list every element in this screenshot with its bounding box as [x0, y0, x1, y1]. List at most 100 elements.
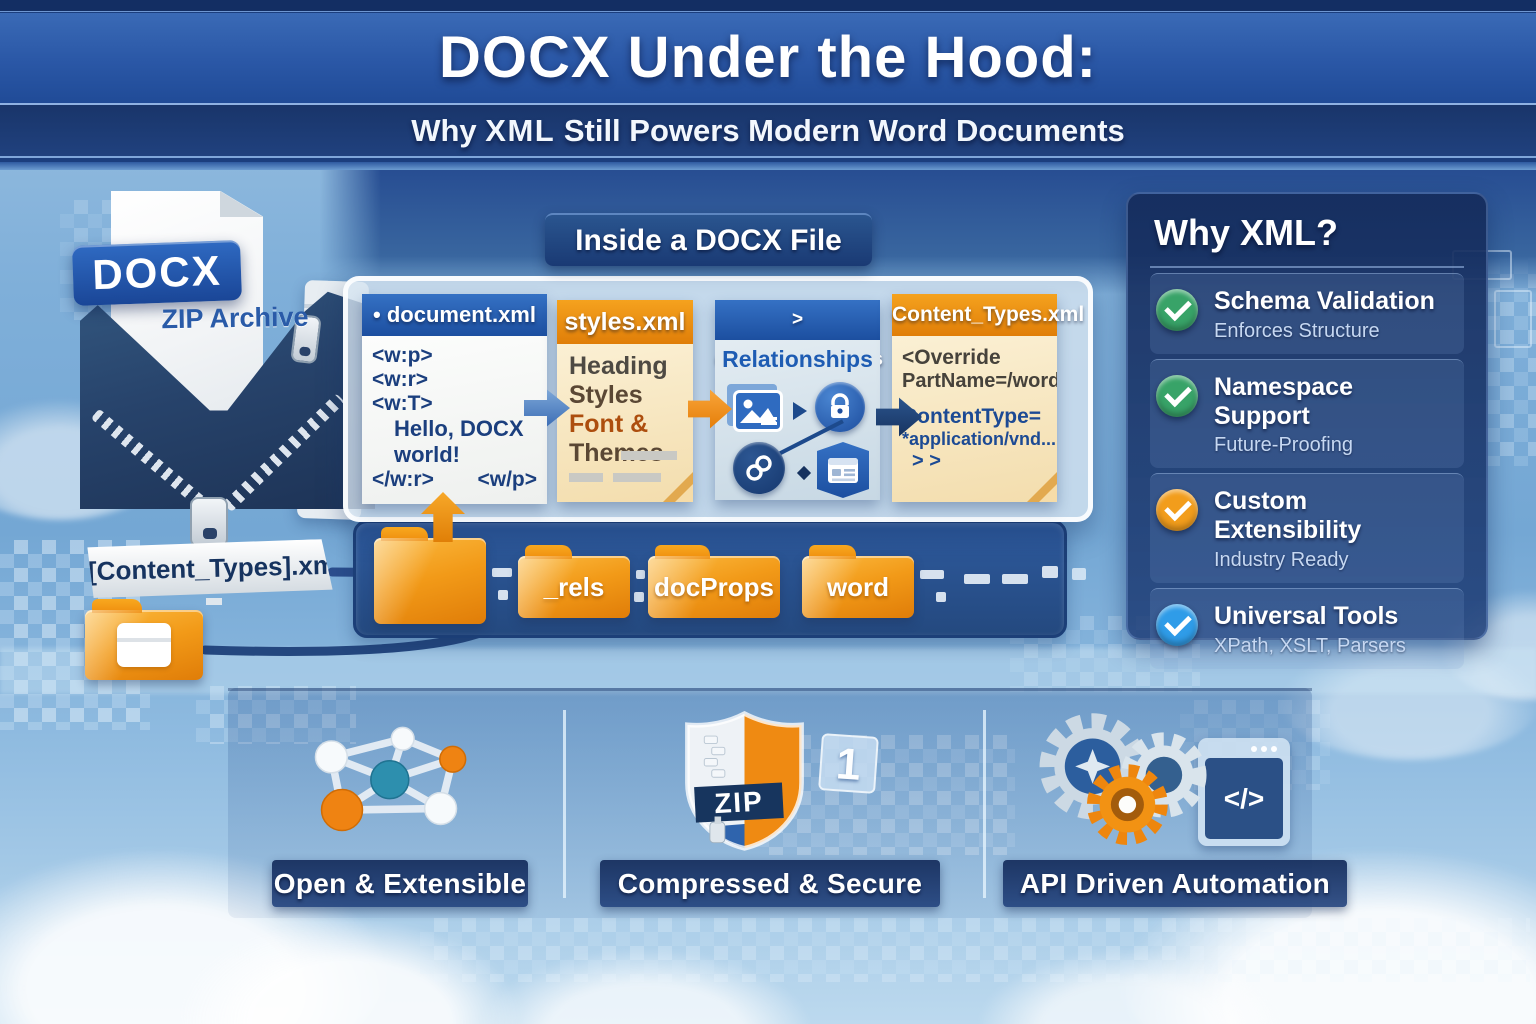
placeholder-bar	[621, 451, 677, 460]
feature-label-compressed-secure: Compressed & Secure	[600, 860, 940, 907]
styles-line: Heading	[569, 352, 668, 380]
page-curl-highlight	[675, 484, 693, 502]
cloud	[1280, 640, 1536, 760]
why-xml-title: Why XML?	[1150, 210, 1464, 268]
subtitle-xml: XML	[485, 113, 556, 148]
styles-line: Font &	[569, 410, 649, 438]
card-styles-xml: styles.xml Heading Styles Font & Themes	[557, 300, 693, 502]
why-item-universal-tools: Universal Tools XPath, XSLT, Parsers	[1150, 587, 1464, 669]
dot	[636, 570, 645, 579]
page-curl-highlight	[1039, 484, 1057, 502]
dash	[1072, 568, 1086, 580]
dash	[1042, 566, 1058, 578]
why-item-text: Namespace Support Future-Proofing	[1214, 373, 1454, 458]
bullet-icon: •	[373, 302, 381, 327]
why-item-title: Schema Validation	[1214, 287, 1435, 315]
header-top-strip	[0, 0, 1536, 12]
zipper-pull-icon	[190, 497, 228, 547]
folder-icon	[374, 527, 486, 624]
why-item-title: Universal Tools	[1214, 601, 1399, 630]
divider	[228, 688, 1312, 691]
folder-rels: _rels	[518, 545, 630, 618]
types-line: > >	[912, 450, 941, 472]
card-document-xml-rels: > document.xml.rels Relationships	[715, 300, 883, 500]
why-item-namespace-support: Namespace Support Future-Proofing	[1150, 358, 1464, 469]
placeholder-bar	[569, 473, 603, 482]
zip-archive-caption: ZIP Archive	[161, 301, 309, 335]
window-dot	[1251, 746, 1257, 752]
code-line: Hello, DOCX	[394, 416, 524, 441]
folder-docprops: docProps	[648, 545, 780, 618]
window-dot	[1261, 746, 1267, 752]
why-item-text: Custom Extensibility Industry Ready	[1214, 487, 1454, 572]
relationships-title: Relationships	[722, 346, 873, 372]
code-line: world!	[394, 442, 460, 467]
why-item-title: Namespace Support	[1214, 372, 1353, 430]
dash	[964, 574, 990, 584]
window-pattern	[1494, 290, 1532, 348]
card-content-types-xml: Content_Types.xml <Override PartName=/wo…	[892, 294, 1084, 502]
link-icon	[733, 442, 785, 494]
dash	[920, 570, 944, 579]
folder-icon	[85, 599, 203, 680]
folder-label: _rels	[543, 572, 605, 602]
header-fade	[0, 162, 1536, 170]
placeholder-bar	[613, 473, 661, 482]
dash	[1002, 574, 1028, 584]
types-line: <Override	[902, 346, 1001, 369]
divider	[563, 710, 566, 898]
gears-icon	[1039, 713, 1207, 846]
pixel-mosaic	[196, 686, 356, 744]
why-item-schema-validation: Schema Validation Enforces Structure	[1150, 273, 1464, 354]
subtitle-part: Still Powers Modern Word Documents	[555, 113, 1125, 148]
why-item-subtitle: Future-Proofing	[1214, 434, 1353, 457]
card-header: • document.xml	[362, 294, 547, 336]
code-line: </w:r>	[372, 468, 434, 491]
header: DOCX Under the Hood: Why XML Still Power…	[0, 0, 1536, 170]
why-item-custom-extensibility: Custom Extensibility Industry Ready	[1150, 473, 1464, 583]
feature-label-open-extensible: Open & Extensible	[272, 860, 528, 907]
pixel-mosaic	[420, 918, 1530, 982]
check-icon	[1156, 489, 1198, 532]
card-body: <Override PartName=/word/. ContentType= …	[892, 336, 1057, 502]
card-title: document.xml	[386, 302, 536, 327]
card-header: Content_Types.xml	[892, 294, 1084, 336]
code-line: <w:r>	[372, 368, 429, 391]
check-icon	[1156, 603, 1198, 646]
id-card-icon	[817, 442, 869, 498]
card-body: <w:p> <w:r> <w:T> Hello, DOCX world! </w…	[362, 336, 547, 504]
why-item-subtitle: XPath, XSLT, Parsers	[1214, 634, 1406, 657]
why-item-subtitle: Industry Ready	[1214, 548, 1349, 571]
inside-docx-title: Inside a DOCX File	[545, 213, 872, 266]
docx-zip-archive-illustration: DOCX ZIP Archive	[55, 185, 375, 609]
code-glyph: </>	[1205, 758, 1283, 839]
diamond-connector-icon	[796, 465, 812, 481]
zipper-pull-hole	[298, 346, 311, 357]
card-body: Relationships	[715, 340, 880, 500]
docx-badge: DOCX	[72, 240, 242, 306]
code-window-icon: </>	[1198, 738, 1290, 846]
chevron-prefix: >	[791, 309, 804, 330]
code-line: <w:T>	[372, 392, 433, 415]
types-line: ContentType=	[902, 405, 1042, 428]
types-line: *application/vnd...	[902, 429, 1057, 449]
dot	[498, 590, 508, 600]
page-title: DOCX Under the Hood:	[439, 25, 1097, 90]
dot	[634, 592, 644, 602]
code-line-row: </w:r> <w/p>	[372, 468, 537, 492]
folder-label: docProps	[654, 572, 774, 602]
document-icon	[117, 623, 171, 667]
zip-badge: ZIP	[714, 786, 765, 820]
check-icon	[1156, 289, 1198, 331]
check-icon	[1156, 374, 1198, 417]
folder-label: word	[826, 572, 890, 602]
why-item-text: Universal Tools XPath, XSLT, Parsers	[1214, 602, 1406, 658]
page-subtitle: Why XML Still Powers Modern Word Documen…	[0, 103, 1536, 158]
dot	[936, 592, 946, 602]
why-xml-panel: Why XML? Schema Validation Enforces Stru…	[1126, 192, 1488, 669]
why-item-text: Schema Validation Enforces Structure	[1214, 287, 1435, 343]
code-line: <w/p>	[477, 468, 537, 491]
zipper-pull-hole	[203, 528, 217, 539]
divider	[983, 710, 986, 898]
feature-label-api-automation: API Driven Automation	[1003, 860, 1347, 907]
